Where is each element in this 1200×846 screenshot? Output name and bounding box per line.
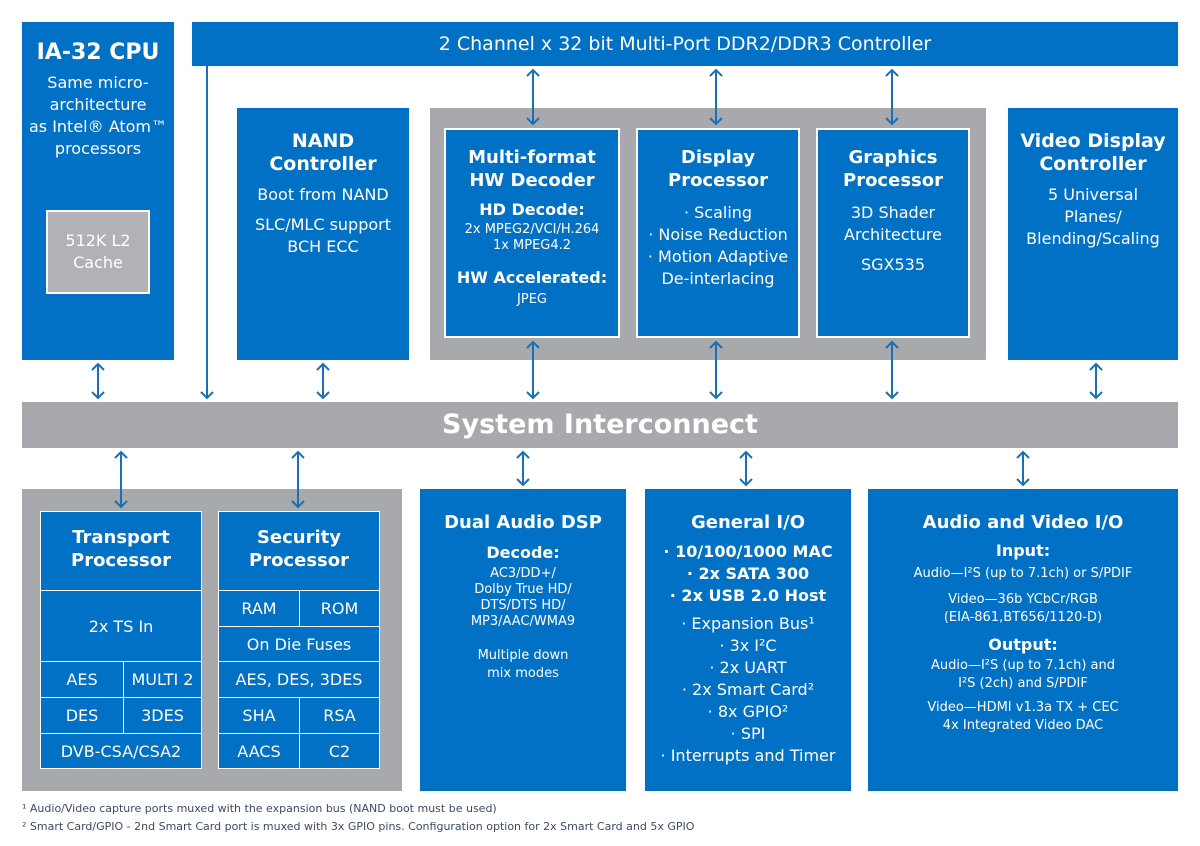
general-io-features: · Expansion Bus¹· 3x I²C· 2x UART· 2x Sm…	[660, 614, 836, 765]
security-sha: SHA	[218, 697, 300, 734]
security-rsa: RSA	[299, 697, 380, 734]
hw-accel-heading: HW Accelerated:	[456, 268, 608, 287]
arrow-head	[1016, 450, 1030, 459]
footnote-2: ² Smart Card/GPIO - 2nd Smart Card port …	[22, 820, 695, 833]
transport-3des: 3DES	[123, 697, 202, 734]
security-aacs: AACS	[218, 733, 300, 769]
transport-aes: AES	[40, 661, 124, 698]
general-io: General I/O · 10/100/1000 MAC· 2x SATA 3…	[645, 489, 851, 791]
arrow-head	[885, 391, 899, 400]
general-io-key-features: · 10/100/1000 MAC· 2x SATA 300· 2x USB 2…	[663, 542, 833, 605]
av-io-input-heading: Input:	[995, 541, 1051, 560]
av-io-title: Audio and Video I/O	[922, 512, 1124, 533]
arrow-head	[709, 68, 723, 77]
arrow-head	[885, 68, 899, 77]
l2-cache: 512K L2 Cache	[46, 210, 150, 294]
system-interconnect: System Interconnect	[22, 402, 1178, 448]
ddr-controller: 2 Channel x 32 bit Multi-Port DDR2/DDR3 …	[192, 22, 1178, 66]
cache-label-line: 512K L2	[65, 231, 131, 250]
arrow-head	[316, 391, 330, 400]
transport-ts-in: 2x TS In	[40, 590, 202, 662]
arrow-head	[91, 391, 105, 400]
transport-dvb-csa: DVB-CSA/CSA2	[40, 733, 202, 769]
arrow-head	[1089, 391, 1103, 400]
audio-dsp-title: Dual Audio DSP	[444, 512, 602, 533]
transport-multi2: MULTI 2	[123, 661, 202, 698]
audio-video-io: Audio and Video I/O Input: Audio—I²S (up…	[868, 489, 1178, 791]
security-on-die-fuses: On Die Fuses	[218, 626, 380, 662]
display-items: · Scaling· Noise Reduction· Motion Adapt…	[647, 203, 789, 288]
arrow-head	[200, 391, 214, 400]
arrow-head	[526, 391, 540, 400]
transport-des: DES	[40, 697, 124, 734]
cpu-title: IA-32 CPU	[36, 40, 160, 65]
hw-accel-line: JPEG	[517, 292, 547, 307]
arrow-head	[526, 68, 540, 77]
security-c2: C2	[299, 733, 380, 769]
audio-dsp-codecs: AC3/DD+/Dolby True HD/DTS/DTS HD/MP3/AAC…	[470, 566, 576, 629]
arrow-head	[709, 391, 723, 400]
ddr-controller-label: 2 Channel x 32 bit Multi-Port DDR2/DDR3 …	[438, 33, 932, 55]
security-rom: ROM	[299, 590, 380, 627]
arrow-head	[739, 450, 753, 459]
interconnect-label: System Interconnect	[442, 409, 758, 440]
footnote-1: ¹ Audio/Video capture ports muxed with t…	[22, 802, 497, 815]
cache-label-line: Cache	[73, 253, 123, 272]
arrow-head	[516, 478, 530, 487]
arrow-head	[516, 450, 530, 459]
av-io-output-heading: Output:	[988, 635, 1058, 654]
arrow-head	[114, 450, 128, 459]
security-aes-des: AES, DES, 3DES	[218, 661, 380, 698]
arrow-head	[1016, 478, 1030, 487]
arrow-head	[91, 362, 105, 371]
arrow-head	[291, 450, 305, 459]
arrow-head	[739, 478, 753, 487]
dual-audio-dsp: Dual Audio DSP Decode: AC3/DD+/Dolby Tru…	[420, 489, 626, 791]
security-ram: RAM	[218, 590, 300, 627]
arrow-head	[316, 362, 330, 371]
arrow-head	[1089, 362, 1103, 371]
general-io-title: General I/O	[690, 512, 806, 533]
hd-decode-heading: HD Decode:	[479, 200, 585, 219]
audio-dsp-decode-heading: Decode:	[486, 543, 560, 562]
